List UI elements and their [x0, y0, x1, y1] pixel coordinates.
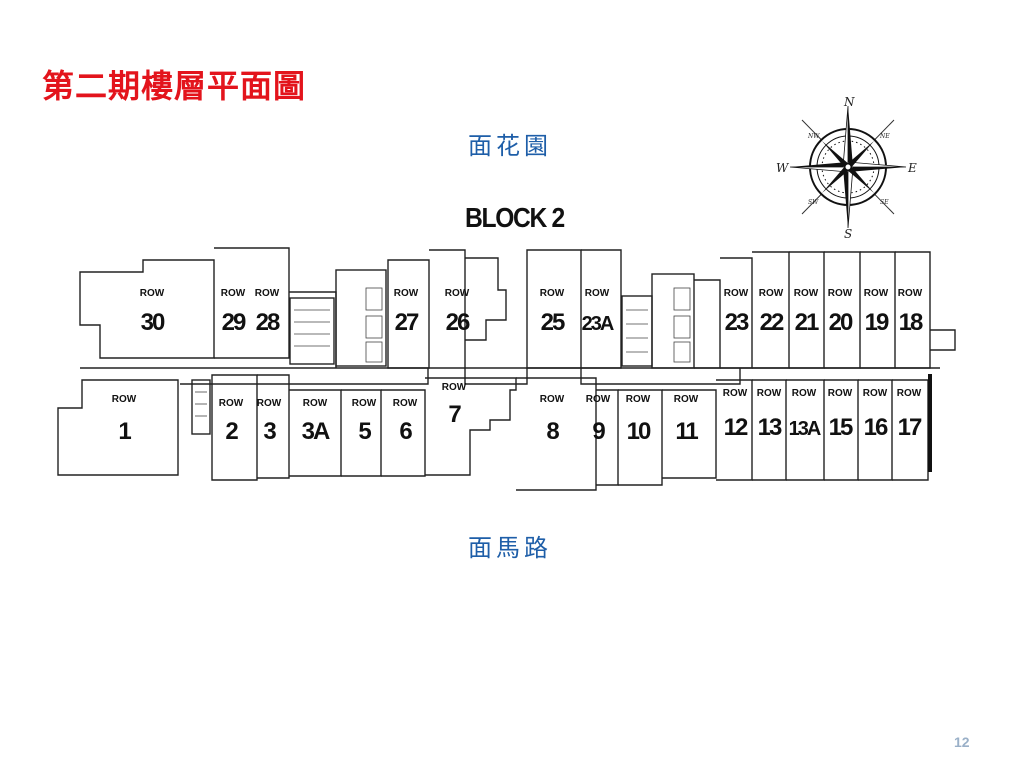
bottom-row-number-14: 15	[829, 414, 853, 441]
bottom-row-number-11: 12	[724, 414, 748, 441]
top-row-word-8: ROW	[759, 288, 784, 299]
bottom-row-word-4: ROW	[352, 398, 377, 409]
bottom-row-word-13: ROW	[792, 388, 817, 399]
compass-w-label: W	[776, 161, 790, 175]
end-wall-thick	[928, 374, 932, 472]
top-row-word-7: ROW	[724, 288, 749, 299]
page-number: 12	[954, 734, 970, 750]
top-row-word-4: ROW	[445, 288, 470, 299]
bottom-row-word-9: ROW	[626, 394, 651, 405]
top-row-number-12: 18	[899, 309, 923, 336]
bottom-row-number-12: 13	[758, 414, 782, 441]
top-row-word-1: ROW	[221, 288, 246, 299]
top-row-word-12: ROW	[898, 288, 923, 299]
top-row-word-2: ROW	[255, 288, 280, 299]
top-row-word-0: ROW	[140, 288, 165, 299]
top-row-number-4: 26	[446, 309, 470, 336]
top-row-word-3: ROW	[394, 288, 419, 299]
bottom-row-word-10: ROW	[674, 394, 699, 405]
road-facing-label: 面馬路	[468, 534, 552, 562]
top-row-number-1: 29	[222, 309, 246, 336]
compass-rose-icon: N S E W NE NW SE SW	[776, 95, 917, 241]
bottom-row-word-16: ROW	[897, 388, 922, 399]
floor-plan-diagram: ROW30ROW29ROW28ROW27ROW26ROW25ROW23AROW2…	[57, 247, 956, 491]
block-title: BLOCK 2	[465, 202, 565, 233]
bottom-row-number-13: 13A	[789, 418, 821, 440]
compass-ne-label: NE	[879, 133, 890, 140]
compass-e-label: E	[907, 161, 917, 175]
top-row-word-6: ROW	[585, 288, 610, 299]
compass-nw-label: NW	[807, 133, 820, 140]
floor-plan-outline	[57, 247, 956, 491]
bottom-row-number-9: 10	[627, 418, 651, 445]
bottom-row-word-5: ROW	[393, 398, 418, 409]
bottom-row-number-6: 7	[448, 401, 461, 428]
bottom-row-number-4: 5	[358, 418, 371, 445]
top-row-number-6: 23A	[582, 313, 614, 335]
bottom-row-word-1: ROW	[219, 398, 244, 409]
compass-se-label: SE	[880, 199, 889, 206]
bottom-row-number-0: 1	[118, 418, 131, 445]
bottom-row-number-3: 3A	[302, 418, 330, 445]
bottom-row-word-3: ROW	[303, 398, 328, 409]
stair-detail-lines	[195, 287, 691, 417]
top-row-number-11: 19	[865, 309, 889, 336]
bottom-row-number-16: 17	[898, 414, 922, 441]
bottom-row-number-5: 6	[399, 418, 412, 445]
bottom-row-number-2: 3	[263, 418, 276, 445]
bottom-row-number-1: 2	[225, 418, 238, 445]
top-row-word-11: ROW	[864, 288, 889, 299]
garden-facing-label: 面花園	[468, 132, 552, 160]
top-row-number-10: 20	[829, 309, 853, 336]
top-row-number-3: 27	[395, 309, 419, 336]
top-row-number-7: 23	[725, 309, 749, 336]
bottom-row-word-14: ROW	[828, 388, 853, 399]
top-row-number-0: 30	[141, 309, 165, 336]
bottom-row-number-8: 9	[592, 418, 605, 445]
compass-n-label: N	[843, 95, 855, 109]
top-row-labels: ROW 30 ROW 29 ROW 28 ROW 27 ROW 26 ROW 25 ROW 23A ROW 2…	[140, 288, 925, 336]
top-row-word-5: ROW	[540, 288, 565, 299]
compass-s-label: S	[844, 227, 852, 241]
top-row-number-2: 28	[256, 309, 280, 336]
bottom-row-word-7: ROW	[540, 394, 565, 405]
bottom-row-word-6: ROW	[442, 382, 467, 393]
bottom-row-number-7: 8	[546, 418, 559, 445]
bottom-row-word-15: ROW	[863, 388, 888, 399]
compass-sw-label: SW	[808, 199, 819, 206]
bottom-row-word-11: ROW	[723, 388, 748, 399]
top-row-number-5: 25	[541, 309, 565, 336]
bottom-row-number-10: 11	[675, 418, 698, 445]
top-row-word-10: ROW	[828, 288, 853, 299]
top-row-number-8: 22	[760, 309, 784, 336]
bottom-row-word-2: ROW	[257, 398, 282, 409]
bottom-row-number-15: 16	[864, 414, 888, 441]
bottom-row-word-12: ROW	[757, 388, 782, 399]
top-row-number-9: 21	[795, 309, 819, 336]
page-title: 第二期樓層平面圖	[42, 67, 307, 105]
bottom-row-word-0: ROW	[112, 394, 137, 405]
bottom-row-labels: ROW 1 ROW 2 ROW 3 ROW 3A ROW 5 ROW 6 ROW 7 ROW 8 ROW 9 ROW…	[112, 382, 924, 445]
top-row-word-9: ROW	[794, 288, 819, 299]
bottom-row-word-8: ROW	[586, 394, 611, 405]
